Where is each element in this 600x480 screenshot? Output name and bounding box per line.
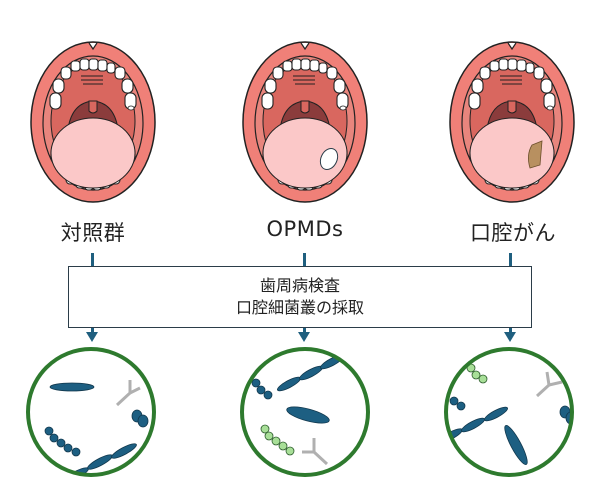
connector-line-opmd — [303, 253, 306, 266]
open-mouth-icon — [242, 41, 368, 203]
mouth-illustration-control — [30, 41, 156, 203]
streptococcus-chain-icon — [44, 426, 81, 457]
connector-line-control — [91, 253, 94, 266]
rod-bacterium-icon — [49, 382, 95, 392]
white-lesion-icon — [319, 147, 339, 171]
mouth-illustration-opmd — [242, 41, 368, 203]
group-label-oral-cancer: 口腔がん — [470, 221, 556, 245]
fungus-icon — [535, 371, 563, 398]
tumor-lesion-icon — [528, 140, 543, 169]
streptobacillus-chain-icon — [277, 354, 344, 392]
streptobacillus-chain-icon — [63, 443, 137, 475]
group-label-opmd: OPMDs — [266, 217, 344, 241]
process-box: 歯周病検査 口腔細菌叢の採取 — [68, 266, 532, 328]
arrow-down-icon — [86, 332, 98, 342]
streptococcus-chain-icon — [251, 378, 273, 400]
open-mouth-icon — [449, 41, 575, 203]
rod-bacterium-icon — [286, 406, 330, 424]
green-streptococcus-chain-icon — [466, 363, 488, 384]
connector-line-oral-cancer — [509, 253, 512, 266]
arrow-shaft-control — [91, 328, 94, 334]
green-streptococcus-chain-icon — [260, 424, 295, 456]
arrow-shaft-opmd — [303, 328, 306, 334]
microbiome-circle-control — [26, 347, 156, 477]
arrow-shaft-oral-cancer — [509, 328, 512, 334]
fungus-icon — [302, 438, 329, 466]
microbiome-circle-oral-cancer — [444, 347, 574, 477]
group-label-control: 対照群 — [60, 221, 126, 245]
arrow-down-icon — [504, 332, 516, 342]
fungus-icon — [115, 380, 141, 407]
mouth-illustration-oral-cancer — [449, 41, 575, 203]
diplococcus-icon — [131, 409, 149, 428]
arrow-down-icon — [298, 332, 310, 342]
rod-bacterium-icon — [504, 425, 528, 465]
streptococcus-chain-icon — [449, 396, 466, 411]
microbiome-circle-opmd — [240, 347, 370, 477]
open-mouth-icon — [30, 41, 156, 203]
process-step-periodontal-exam: 歯周病検査 — [259, 276, 340, 295]
process-step-microbiome-sampling: 口腔細菌叢の採取 — [235, 298, 364, 317]
